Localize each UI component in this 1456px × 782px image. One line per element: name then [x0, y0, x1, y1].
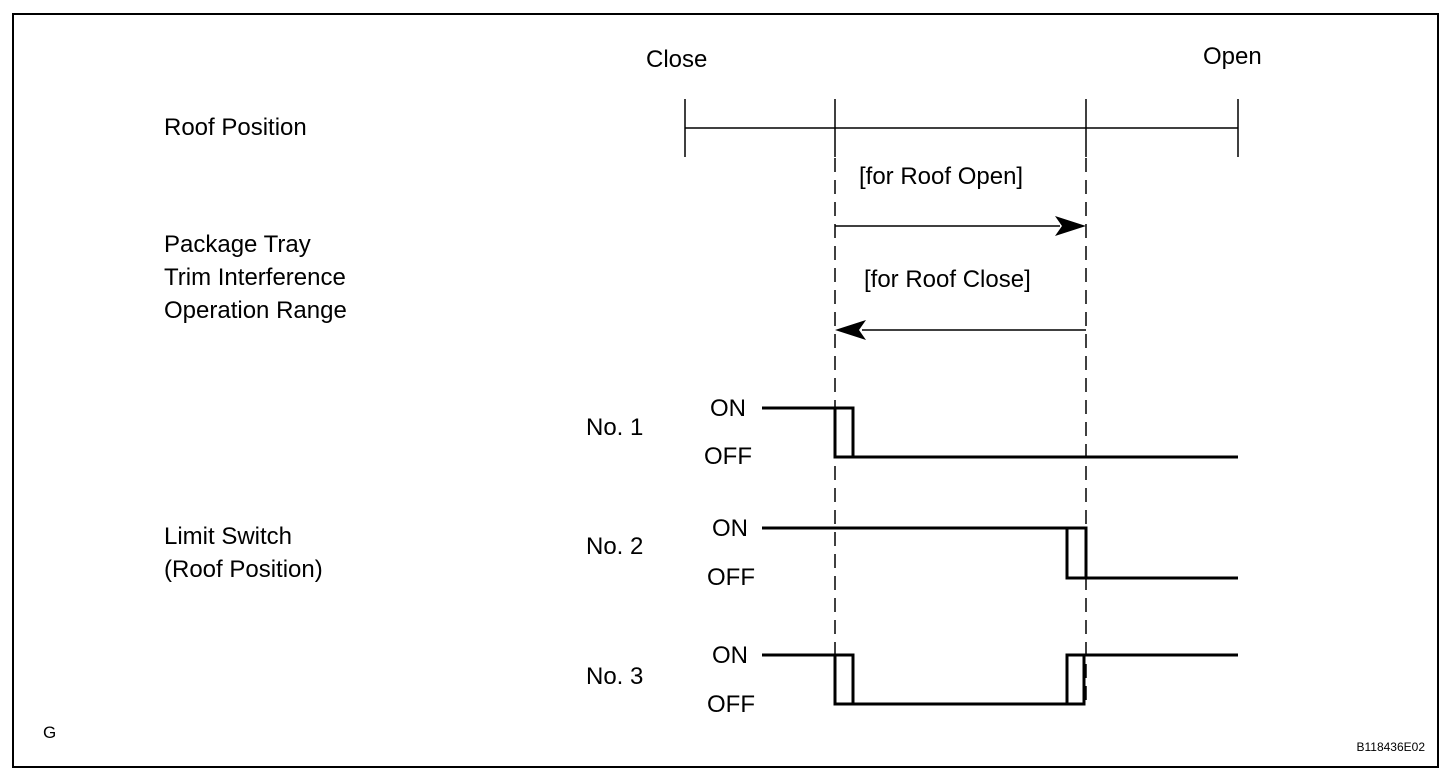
diagram-frame: [12, 13, 1439, 768]
figure-code: B118436E02: [1356, 740, 1425, 754]
corner-mark: G: [43, 723, 56, 742]
open-label: Open: [1203, 43, 1262, 70]
switch-1-on-label: ON: [710, 395, 746, 422]
close-label: Close: [646, 46, 707, 73]
roof-open-arrow-label: [for Roof Open]: [859, 163, 1023, 190]
limit-switch-label-line-1: Limit Switch: [164, 523, 292, 550]
roof-position-label: Roof Position: [164, 114, 307, 141]
roof-close-arrow-label: [for Roof Close]: [864, 266, 1031, 293]
interference-label-line-1: Package Tray: [164, 231, 311, 258]
switch-3-waveform: [762, 653, 1238, 706]
switch-3-name: No. 3: [586, 663, 643, 690]
switch-1-name: No. 1: [586, 414, 643, 441]
roof-open-arrow: [835, 216, 1086, 236]
switch-2-on-label: ON: [712, 515, 748, 542]
roof-close-arrow: [835, 320, 1086, 340]
interference-label-line-2: Trim Interference: [164, 264, 346, 291]
switch-2-off-label: OFF: [707, 564, 755, 591]
switch-3-off-label: OFF: [707, 691, 755, 718]
limit-switch-label-line-2: (Roof Position): [164, 556, 323, 583]
switch-2-name: No. 2: [586, 533, 643, 560]
switch-1-off-label: OFF: [704, 443, 752, 470]
switch-2-waveform: [762, 526, 1238, 580]
interference-label-line-3: Operation Range: [164, 297, 347, 324]
roof-position-scale: [684, 99, 1239, 157]
switch-1-waveform: [762, 406, 1238, 459]
switch-3-on-label: ON: [712, 642, 748, 669]
